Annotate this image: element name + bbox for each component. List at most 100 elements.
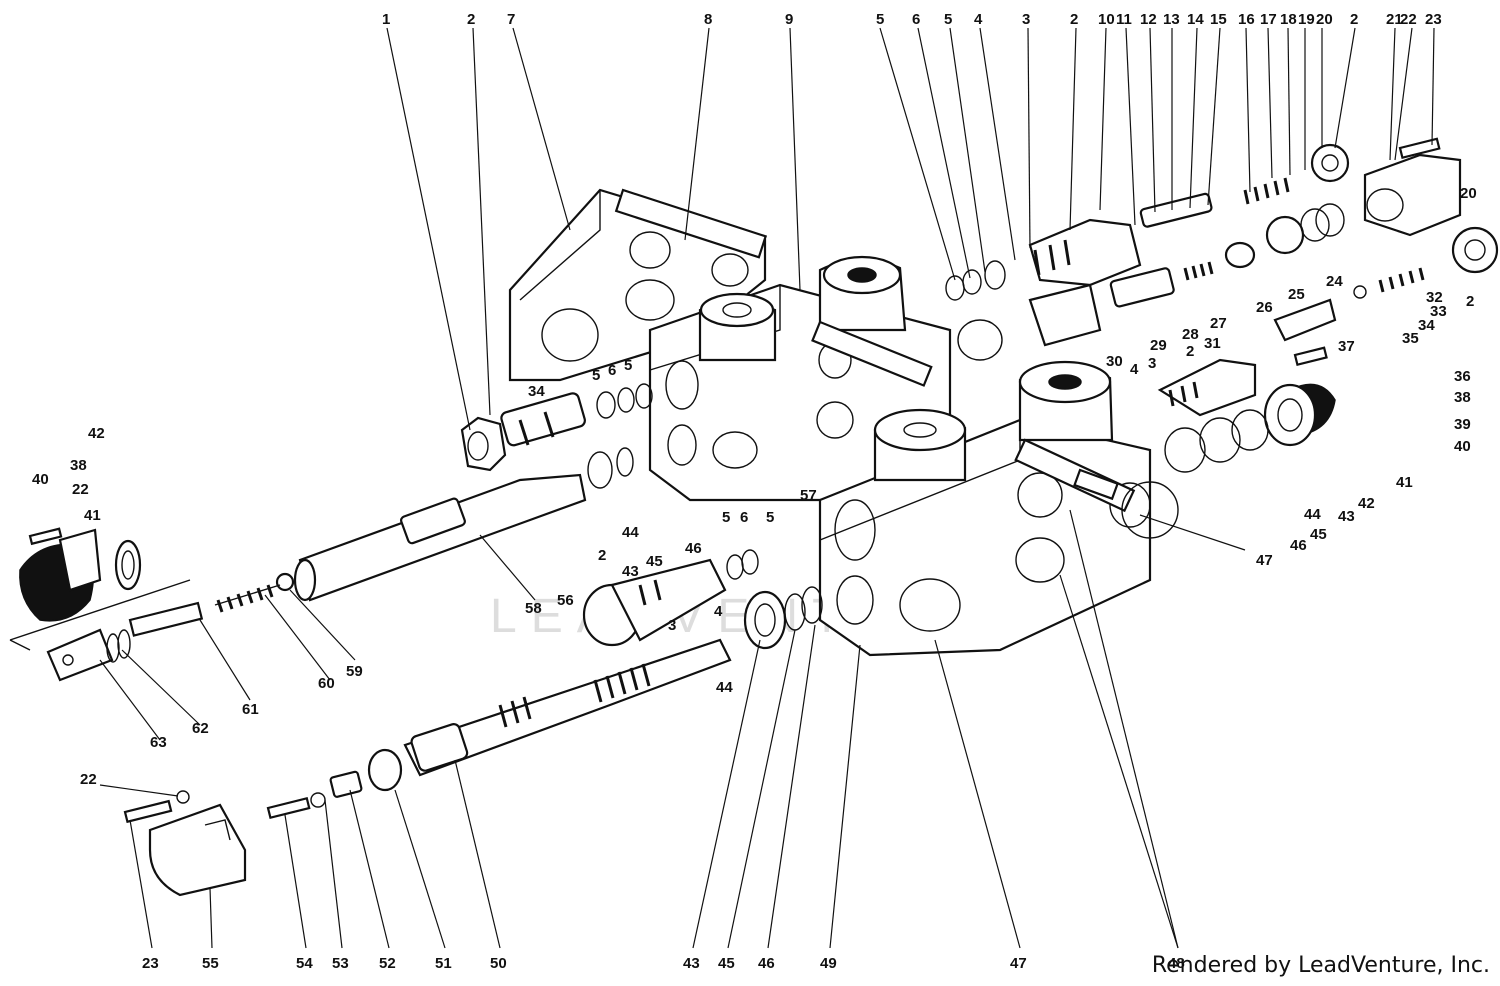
callout: 18 bbox=[1280, 11, 1297, 28]
callout: 46 bbox=[1290, 537, 1307, 554]
callout: 46 bbox=[685, 540, 702, 557]
callout: 63 bbox=[150, 734, 167, 751]
callout: 3 bbox=[1148, 355, 1156, 372]
callout: 19 bbox=[1298, 11, 1315, 28]
callout: 8 bbox=[704, 11, 712, 28]
valve-body-49 bbox=[818, 360, 1152, 657]
callout: 35 bbox=[1402, 330, 1419, 347]
callout: 42 bbox=[88, 425, 105, 442]
callout: 21 bbox=[1386, 11, 1403, 28]
callout: 5 bbox=[876, 11, 884, 28]
callout: 4 bbox=[1130, 361, 1139, 378]
callout: 40 bbox=[32, 471, 49, 488]
callout: 51 bbox=[435, 955, 452, 972]
callout: 62 bbox=[192, 720, 209, 737]
callout: 17 bbox=[1260, 11, 1277, 28]
callout: 22 bbox=[72, 481, 89, 498]
callout: 23 bbox=[142, 955, 159, 972]
callout: 2 bbox=[467, 11, 475, 28]
spool-58 bbox=[275, 447, 634, 602]
boot-assembly-left bbox=[9, 527, 191, 651]
callout: 44 bbox=[1304, 506, 1321, 523]
callout: 20 bbox=[1316, 11, 1333, 28]
callout: 43 bbox=[1338, 508, 1355, 525]
callout: 59 bbox=[346, 663, 363, 680]
callout: 4 bbox=[974, 11, 983, 28]
callout: 44 bbox=[622, 524, 639, 541]
callout: 1 bbox=[382, 11, 390, 28]
callout: 33 bbox=[1430, 303, 1447, 320]
callout: 29 bbox=[1150, 337, 1167, 354]
callout: 58 bbox=[525, 600, 542, 617]
leader-lines bbox=[99, 27, 1435, 949]
callout: 27 bbox=[1210, 315, 1227, 332]
relief-valve-stack-top bbox=[945, 137, 1462, 301]
callout: 16 bbox=[1238, 11, 1255, 28]
callout: 11 bbox=[1116, 11, 1132, 28]
callout: 45 bbox=[1310, 526, 1327, 543]
callout: 2 bbox=[1186, 343, 1194, 360]
callout: 5 bbox=[624, 357, 632, 374]
callout: 34 bbox=[528, 383, 545, 400]
callout: 57 bbox=[800, 487, 817, 504]
callout: 37 bbox=[1338, 338, 1355, 355]
callout: 31 bbox=[1204, 335, 1221, 352]
callout: 46 bbox=[758, 955, 775, 972]
relief-valve-stack-mid bbox=[957, 203, 1499, 361]
callout: 24 bbox=[1326, 273, 1343, 290]
callout: 5 bbox=[944, 11, 952, 28]
callout: 48 bbox=[1168, 955, 1185, 972]
callouts-middle: 34 5 6 5 44 43 45 46 58 56 2 3 4 5 6 5 5… bbox=[32, 185, 1477, 788]
callout: 6 bbox=[608, 362, 616, 379]
callout: 20 bbox=[1460, 185, 1477, 202]
callout: 30 bbox=[1106, 353, 1123, 370]
callout: 2 bbox=[598, 547, 606, 564]
callout: 2 bbox=[1070, 11, 1078, 28]
callout: 40 bbox=[1454, 438, 1471, 455]
callout: 39 bbox=[1454, 416, 1471, 433]
callout: 15 bbox=[1210, 11, 1227, 28]
callout: 56 bbox=[557, 592, 574, 609]
plug-1-spool-2 bbox=[460, 383, 653, 472]
callouts-top: 1 2 7 8 9 5 6 5 4 3 2 10 11 12 13 14 15 … bbox=[382, 11, 1442, 28]
callout: 49 bbox=[820, 955, 837, 972]
callout: 55 bbox=[202, 955, 219, 972]
callout: 25 bbox=[1288, 286, 1305, 303]
spool-56 bbox=[582, 549, 823, 650]
callout: 52 bbox=[379, 955, 396, 972]
callout: 5 bbox=[766, 509, 774, 526]
callout: 14 bbox=[1187, 11, 1204, 28]
callout: 10 bbox=[1098, 11, 1115, 28]
callout: 2 bbox=[1350, 11, 1358, 28]
callout: 13 bbox=[1163, 11, 1180, 28]
callout: 43 bbox=[622, 563, 639, 580]
callout: 5 bbox=[722, 509, 730, 526]
callout: 32 bbox=[1426, 289, 1443, 306]
callout: 5 bbox=[592, 367, 600, 384]
callout: 41 bbox=[84, 507, 101, 524]
callout: 28 bbox=[1182, 326, 1199, 343]
callout: 43 bbox=[683, 955, 700, 972]
spool-50-assembly bbox=[266, 638, 732, 820]
spring-rod-assembly bbox=[46, 584, 281, 682]
callout: 4 bbox=[714, 603, 723, 620]
callout: 42 bbox=[1358, 495, 1375, 512]
callout: 38 bbox=[1454, 389, 1471, 406]
callout: 53 bbox=[332, 955, 349, 972]
callout: 45 bbox=[646, 553, 663, 570]
callout: 3 bbox=[668, 617, 676, 634]
cap-55 bbox=[123, 790, 247, 897]
callout: 61 bbox=[242, 701, 259, 718]
callout: 6 bbox=[912, 11, 920, 28]
callout: 34 bbox=[1418, 317, 1435, 334]
callout: 26 bbox=[1256, 299, 1273, 316]
callout: 50 bbox=[490, 955, 507, 972]
relief-valve-stack-lower bbox=[1121, 346, 1336, 539]
valve-body-8 bbox=[508, 188, 768, 382]
callout: 7 bbox=[507, 11, 515, 28]
callout: 12 bbox=[1140, 11, 1157, 28]
callout: 41 bbox=[1396, 474, 1413, 491]
callout: 47 bbox=[1010, 955, 1027, 972]
